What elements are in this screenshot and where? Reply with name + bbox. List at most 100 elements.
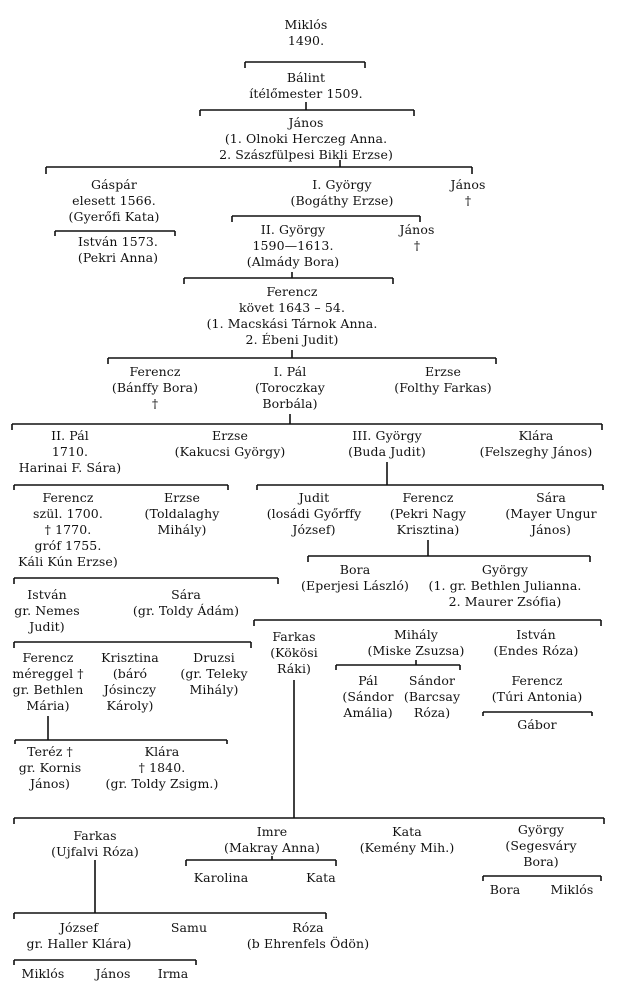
person-text-line: Káli Kún Erzse) — [18, 554, 118, 569]
person-text-line: Ferencz — [22, 650, 74, 665]
person-text-line: Harinai F. Sára) — [18, 460, 122, 475]
person-gyorgy3: III. György(Buda Judit) — [348, 428, 426, 460]
person-text-line: János) — [30, 776, 70, 791]
person-text-line: Mihály — [394, 627, 438, 642]
person-text-line: 2. Ébeni Judit) — [245, 332, 339, 347]
person-text-line: Gábor — [517, 717, 557, 732]
person-text-line: Druzsi — [193, 650, 235, 665]
person-roza-ehrenfels: Róza(b Ehrenfels Ödön) — [247, 920, 369, 952]
person-text-line: (Sándor — [342, 689, 394, 704]
person-text-line: I. György — [312, 177, 372, 192]
person-text-line: (Felszeghy János) — [479, 444, 593, 459]
person-text-line: Jósinczy — [103, 682, 157, 697]
person-text-line: † — [413, 238, 421, 253]
person-text-line: Judit — [298, 490, 330, 505]
person-istvan-endes: István(Endes Róza) — [494, 627, 579, 659]
person-text-line: Imre — [256, 824, 288, 839]
person-text-line: Mária) — [26, 698, 70, 713]
person-text-line: gr. Kornis — [18, 760, 82, 775]
person-farkas-ujfalvi: Farkas(Ujfalvi Róza) — [51, 828, 139, 860]
person-text-line: † 1770. — [44, 522, 92, 537]
person-text-line: Ferencz — [129, 364, 181, 379]
person-text-line: Miklós — [284, 17, 328, 32]
person-text-line: (Kökösi — [270, 645, 318, 660]
person-text-line: Irma — [157, 966, 189, 981]
person-text-line: János — [399, 222, 435, 237]
person-text-line: István 1573. — [78, 234, 158, 249]
person-text-line: követ 1643 – 54. — [238, 300, 346, 315]
person-text-line: Bálint — [286, 70, 326, 85]
person-miklos2: Miklós — [551, 882, 594, 898]
person-text-line: (Miske Zsuzsa) — [367, 643, 465, 658]
person-text-line: Samu — [170, 920, 208, 935]
person-text-line: (1. gr. Bethlen Julianna. — [428, 578, 582, 593]
person-text-line: (Bánffy Bora) — [111, 380, 199, 395]
person-text-line: Ferencz — [42, 490, 94, 505]
person-text-line: Ráki) — [276, 661, 312, 676]
person-text-line: III. György — [352, 428, 422, 443]
person-gabor: Gábor — [517, 717, 556, 733]
person-text-line: méreggel † — [12, 666, 84, 681]
person-ferencz-banffy: Ferencz(Bánffy Bora)† — [112, 364, 198, 412]
person-text-line: szül. 1700. — [33, 506, 103, 521]
person-bora-eperjesi: Bora(Eperjesi László) — [301, 562, 409, 594]
person-text-line: (Folthy Farkas) — [394, 380, 492, 395]
person-text-line: Klára — [518, 428, 554, 443]
person-text-line: Károly) — [106, 698, 154, 713]
person-text-line: (gr. Toldy Zsigm.) — [105, 776, 219, 791]
person-text-line: Bora) — [523, 854, 559, 869]
person-mihaly-miske: Mihály(Miske Zsuzsa) — [368, 627, 465, 659]
person-ferencz-turi: Ferencz(Túri Antonia) — [492, 673, 583, 705]
person-imre-makray: Imre(Makray Anna) — [224, 824, 320, 856]
person-text-line: Ferencz — [266, 284, 318, 299]
person-text-line: II. Pál — [51, 428, 89, 443]
person-text-line: (Túri Antonia) — [491, 689, 583, 704]
person-text-line: † — [464, 193, 472, 208]
person-text-line: (Eperjesi László) — [301, 578, 409, 593]
person-text-line: (Buda Judit) — [348, 444, 426, 459]
person-text-line: Sándor — [408, 673, 456, 688]
person-text-line: 1710. — [51, 444, 89, 459]
person-text-line: (Gyerőfi Kata) — [68, 209, 160, 224]
person-text-line: (Toldalaghy — [144, 506, 220, 521]
person-text-line: József) — [292, 522, 336, 537]
person-janos1: János(1. Olnoki Herczeg Anna.2. Szászfül… — [219, 115, 393, 163]
person-text-line: János — [288, 115, 324, 130]
person-text-line: 1590—1613. — [252, 238, 334, 253]
person-text-line: ítélőmester 1509. — [249, 86, 363, 101]
person-text-line: Erzse — [424, 364, 461, 379]
person-text-line: gróf 1755. — [34, 538, 102, 553]
person-text-line: János — [95, 966, 131, 981]
person-text-line: (Segesváry — [505, 838, 577, 853]
person-janos3: János† — [400, 222, 435, 254]
person-sara-toldy: Sára(gr. Toldy Ádám) — [133, 587, 239, 619]
person-text-line: György — [481, 562, 529, 577]
person-text-line: (Bogáthy Erzse) — [290, 193, 394, 208]
person-klara-toldy: Klára† 1840.(gr. Toldy Zsigm.) — [106, 744, 219, 792]
person-text-line: I. Pál — [273, 364, 307, 379]
person-gyorgy-bethlen: György(1. gr. Bethlen Julianna.2. Maurer… — [429, 562, 582, 610]
person-kata2: Kata — [306, 870, 336, 886]
person-text-line: gr. Nemes — [14, 603, 80, 618]
person-text-line: (1. Olnoki Herczeg Anna. — [224, 131, 388, 146]
person-irma: Irma — [158, 966, 189, 982]
person-text-line: János) — [531, 522, 571, 537]
person-text-line: Karolina — [193, 870, 249, 885]
person-text-line: Bora — [339, 562, 371, 577]
person-text-line: (Almády Bora) — [246, 254, 340, 269]
person-samu: Samu — [171, 920, 207, 936]
person-text-line: Bora — [489, 882, 521, 897]
person-text-line: György — [517, 822, 565, 837]
person-text-line: 2. Maurer Zsófia) — [448, 594, 562, 609]
